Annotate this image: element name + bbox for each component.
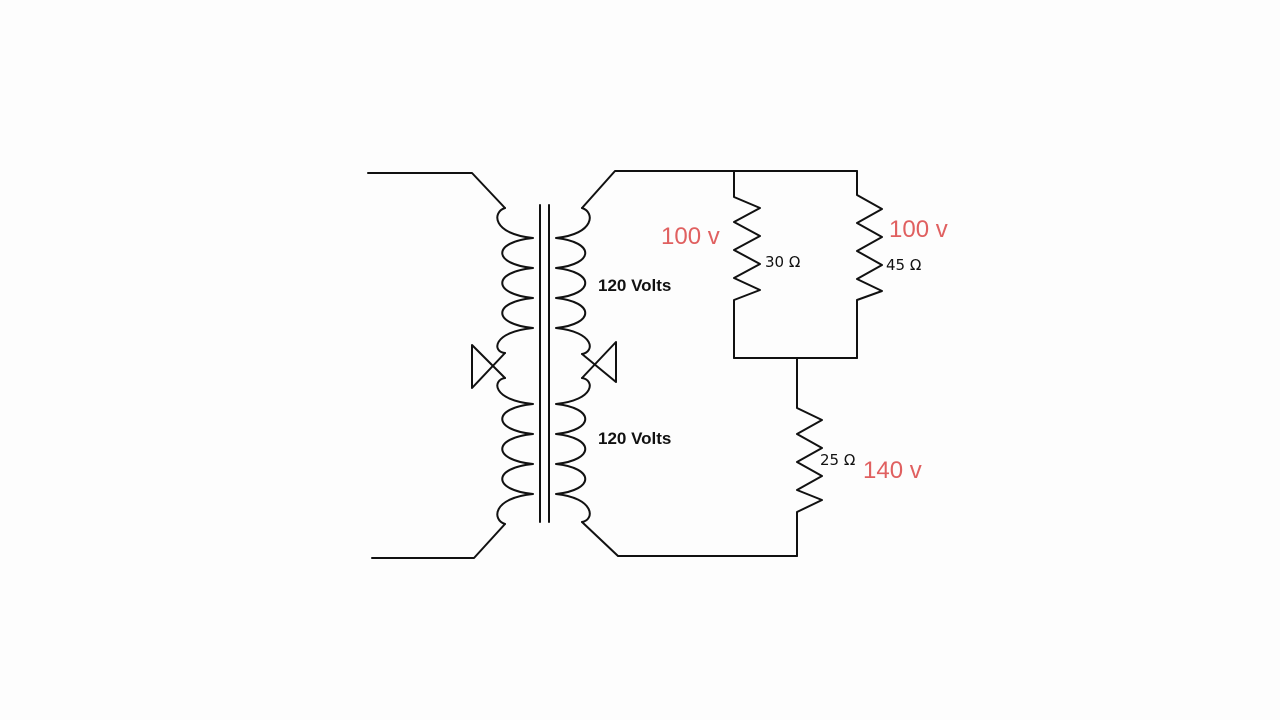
resistor-25-ohm (796, 357, 823, 557)
primary-coil-lower (496, 377, 534, 525)
resistor-45-voltage: 100 v (889, 216, 948, 243)
resistor-25-label: 25 Ω (820, 451, 855, 469)
resistor-25-voltage: 140 v (863, 457, 922, 484)
primary-bottom-lead (371, 523, 506, 559)
resistor-45-label: 45 Ω (886, 256, 921, 274)
resistor-30-voltage: 100 v (661, 223, 720, 250)
primary-top-lead (367, 172, 506, 209)
secondary-center-tap (581, 341, 617, 383)
secondary-bottom-lead (581, 521, 798, 557)
lower-secondary-voltage-label: 120 Volts (598, 429, 671, 448)
secondary-top-lead (581, 170, 858, 209)
primary-center-tap (471, 344, 506, 389)
resistor-30-ohm (733, 170, 761, 359)
secondary-coil-upper (555, 207, 591, 355)
resistor-45-ohm (856, 170, 883, 359)
resistor-30-label: 30 Ω (765, 253, 800, 271)
upper-secondary-voltage-label: 120 Volts (598, 276, 671, 295)
primary-coil-upper (496, 207, 534, 354)
secondary-coil-lower (555, 377, 591, 523)
